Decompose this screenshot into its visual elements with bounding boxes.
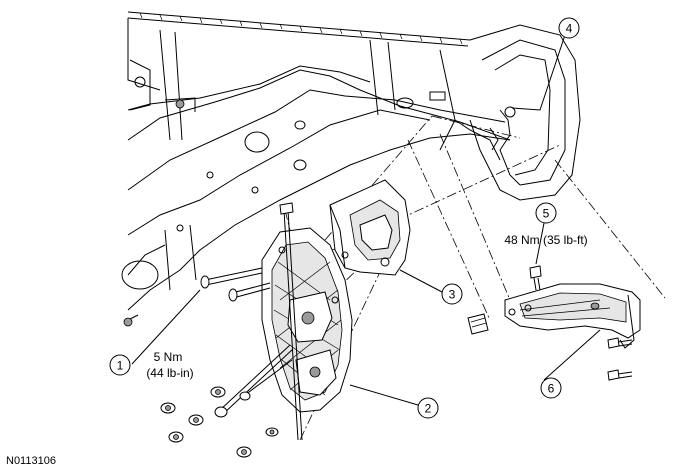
figure-id: N0113106 bbox=[6, 455, 56, 467]
callout-2-number: 2 bbox=[425, 402, 432, 416]
callout-6-circle bbox=[540, 377, 562, 399]
callout-2-circle bbox=[417, 397, 439, 419]
nut bbox=[160, 402, 176, 414]
callout-1-circle bbox=[109, 354, 131, 376]
part-6-bracket bbox=[504, 283, 641, 349]
vehicle-frame-illustration bbox=[121, 11, 581, 327]
nut bbox=[265, 427, 279, 437]
electrical-connector bbox=[467, 313, 489, 335]
callout-3: 3 bbox=[441, 283, 463, 305]
callout-1-torque-metric: 5 Nm bbox=[154, 350, 183, 364]
callout-1-number: 1 bbox=[117, 359, 124, 373]
nut bbox=[236, 446, 252, 458]
long-bolt bbox=[279, 202, 303, 441]
callout-3-number: 3 bbox=[449, 288, 456, 302]
callout-6-number: 6 bbox=[548, 382, 555, 396]
part-1-nuts bbox=[160, 386, 279, 458]
callout-5-number: 5 bbox=[543, 207, 550, 221]
callout-4: 4 bbox=[558, 17, 580, 39]
part-3-bracket bbox=[329, 179, 411, 276]
nut bbox=[210, 386, 226, 398]
callout-5-torque: 48 Nm (35 lb-ft) bbox=[504, 233, 587, 247]
callout-4-number: 4 bbox=[566, 22, 573, 36]
nut bbox=[168, 431, 184, 443]
callout-1: 1 5 Nm (44 lb-in) bbox=[109, 350, 194, 380]
callout-3-circle bbox=[441, 283, 463, 305]
nut bbox=[188, 414, 204, 426]
callout-1-torque-imperial: (44 lb-in) bbox=[146, 366, 193, 380]
callout-leaders bbox=[131, 31, 601, 406]
part-1-bolts bbox=[200, 267, 294, 418]
callout-4-circle bbox=[558, 17, 580, 39]
part-6-bolts bbox=[607, 337, 633, 381]
callout-6: 6 bbox=[540, 377, 562, 399]
callout-5-circle bbox=[535, 202, 557, 224]
callout-5: 5 48 Nm (35 lb-ft) bbox=[504, 202, 588, 247]
callout-2: 2 bbox=[417, 397, 439, 419]
part-5-bolt bbox=[529, 265, 542, 291]
